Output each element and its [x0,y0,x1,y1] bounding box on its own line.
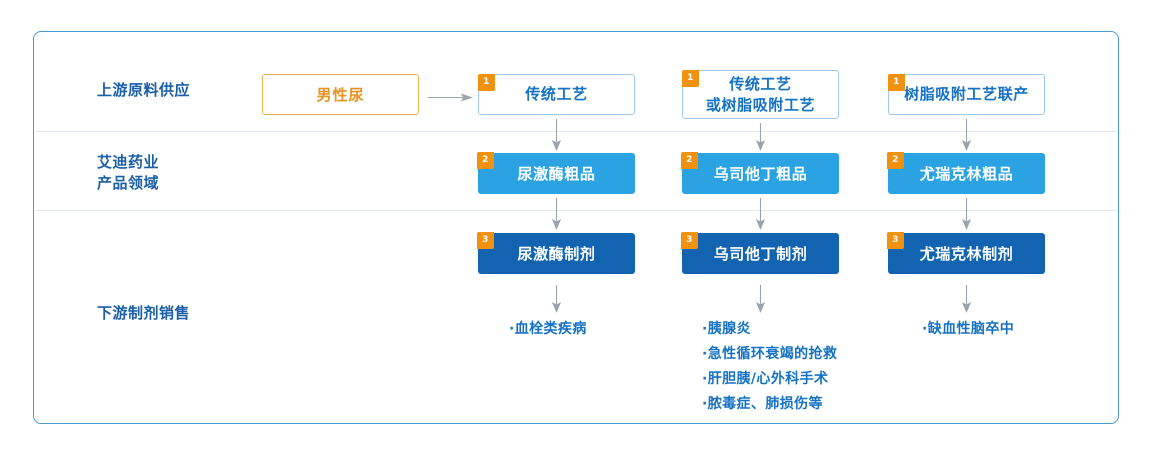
arrow-crude-to-preparation-urinary-kallidinogenase-icon [961,198,972,230]
process-node-ulinastatin-label: 传统工艺 或树脂吸附工艺 [705,74,816,114]
source-node-male-urine[interactable]: 男性尿 [262,74,419,115]
crude-node-urinary-kallidinogenase-label: 尤瑞克林粗品 [919,165,1014,183]
crude-node-ulinastatin[interactable]: 2 乌司他丁粗品 [681,152,839,194]
badge-step-2-ulinastatin: 2 [681,152,698,169]
badge-step-3-ulinastatin: 3 [681,232,698,249]
crude-node-ulinastatin-label: 乌司他丁粗品 [713,165,808,183]
arrow-process-to-crude-urinary-kallidinogenase-icon [961,119,972,151]
preparation-node-ulinastatin-label: 乌司他丁制剂 [713,245,808,263]
arrow-process-to-crude-urokinase-icon [551,119,562,151]
row-divider-upstream-products [35,131,1117,132]
badge-step-1-urokinase: 1 [478,74,495,91]
arrow-preparation-to-indication-urinary-kallidinogenase-icon [961,285,972,313]
stage-label-products: 艾迪药业 产品领域 [97,153,160,192]
arrow-crude-to-preparation-ulinastatin-icon [755,198,766,230]
process-node-urinary-kallidinogenase-label: 树脂吸附工艺联产 [904,85,1029,103]
process-node-urokinase-label: 传统工艺 [525,85,588,103]
process-node-urokinase[interactable]: 1 传统工艺 [478,74,635,115]
badge-step-2-urinary-kallidinogenase: 2 [887,152,904,169]
arrow-preparation-to-indication-urokinase-icon [551,285,562,313]
badge-step-1-ulinastatin: 1 [682,70,699,87]
crude-node-urokinase-label: 尿激酶粗品 [517,165,596,183]
preparation-node-urinary-kallidinogenase-label: 尤瑞克林制剂 [919,245,1014,263]
stage-label-downstream: 下游制剂销售 [97,304,191,322]
crude-node-urinary-kallidinogenase[interactable]: 2 尤瑞克林粗品 [887,152,1045,194]
preparation-node-ulinastatin[interactable]: 3 乌司他丁制剂 [681,232,839,274]
process-node-ulinastatin[interactable]: 1 传统工艺 或树脂吸附工艺 [682,70,839,119]
crude-node-urokinase[interactable]: 2 尿激酶粗品 [477,152,635,194]
row-divider-products-downstream [35,210,1117,211]
arrow-crude-to-preparation-urokinase-icon [551,198,562,230]
badge-step-1-urinary-kallidinogenase: 1 [888,74,905,91]
arrow-process-to-crude-ulinastatin-icon [755,123,766,151]
indication-list-urokinase: ·血栓类疾病 [509,321,587,337]
badge-step-2-urokinase: 2 [477,152,494,169]
preparation-node-urokinase-label: 尿激酶制剂 [517,245,596,263]
stage-label-upstream: 上游原料供应 [97,81,191,99]
process-node-urinary-kallidinogenase[interactable]: 1 树脂吸附工艺联产 [888,74,1045,115]
indication-list-urinary-kallidinogenase: ·缺血性脑卒中 [922,321,1015,337]
arrow-source-to-process-icon [428,93,473,102]
preparation-node-urinary-kallidinogenase[interactable]: 3 尤瑞克林制剂 [887,232,1045,274]
indication-list-ulinastatin: ·胰腺炎 ·急性循环衰竭的抢救 ·肝胆胰/心外科手术 ·脓毒症、肺损伤等 [702,321,838,412]
preparation-node-urokinase[interactable]: 3 尿激酶制剂 [477,232,635,274]
badge-step-3-urinary-kallidinogenase: 3 [887,232,904,249]
arrow-preparation-to-indication-ulinastatin-icon [755,285,766,313]
badge-step-3-urokinase: 3 [477,232,494,249]
